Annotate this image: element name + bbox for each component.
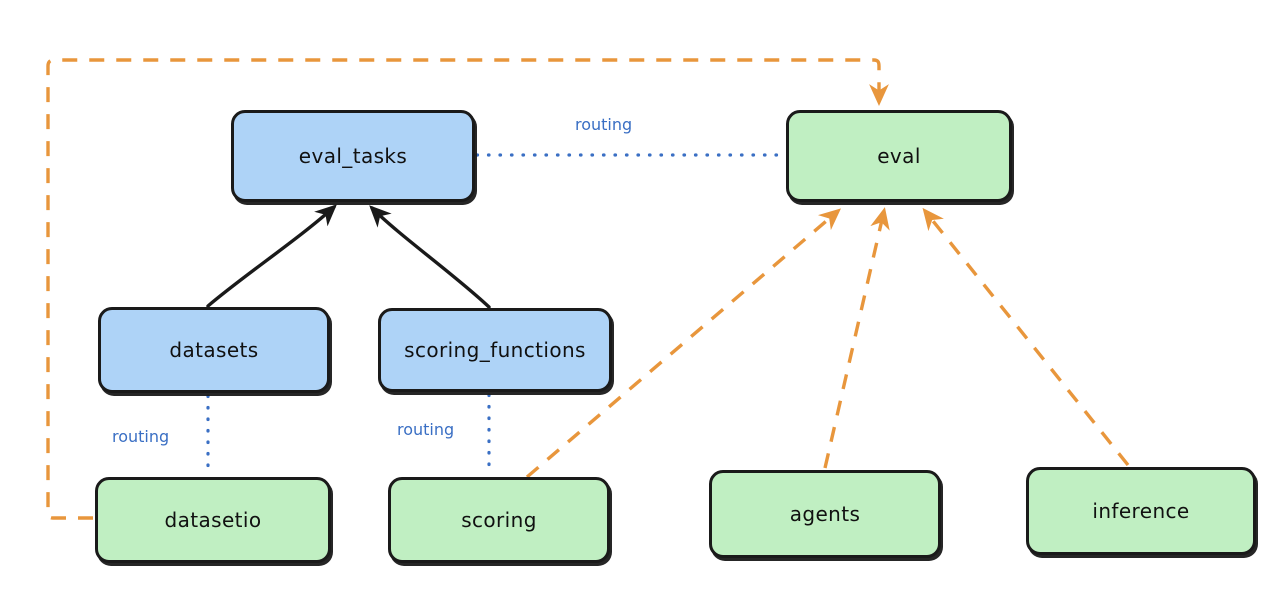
edge-scoring-to-eval-provider [525, 208, 842, 479]
node-inference-label: inference [1092, 499, 1190, 523]
node-scoring[interactable]: scoring [388, 477, 610, 563]
edge-label-routing-datasets-to-datasetio: routing [112, 427, 170, 446]
node-agents-label: agents [789, 502, 861, 526]
node-agents[interactable]: agents [709, 470, 941, 558]
node-eval-label: eval [877, 144, 921, 168]
node-eval[interactable]: eval [786, 110, 1012, 202]
edge-agents-to-eval-provider [823, 207, 890, 469]
node-scoring-functions-label: scoring_functions [404, 338, 586, 362]
edge-datasetio-to-eval-provider [46, 58, 889, 520]
edge-label-routing-scoring-functions-to-scoring: routing [397, 420, 455, 439]
node-scoring-functions[interactable]: scoring_functions [378, 308, 612, 392]
edge-scoring_functions-to-eval_tasks [369, 205, 491, 309]
node-datasets[interactable]: datasets [98, 307, 330, 393]
node-datasetio-label: datasetio [164, 508, 262, 532]
edge-label-routing-eval-tasks-to-eval: routing [575, 115, 633, 134]
node-scoring-label: scoring [461, 508, 537, 532]
node-datasets-label: datasets [169, 338, 259, 362]
node-eval-tasks[interactable]: eval_tasks [231, 110, 475, 202]
node-inference[interactable]: inference [1026, 467, 1256, 555]
node-eval-tasks-label: eval_tasks [298, 144, 408, 168]
edge-inference-to-eval-provider [922, 207, 1130, 467]
node-datasetio[interactable]: datasetio [95, 477, 331, 563]
edge-datasets-to-eval_tasks [206, 204, 337, 308]
